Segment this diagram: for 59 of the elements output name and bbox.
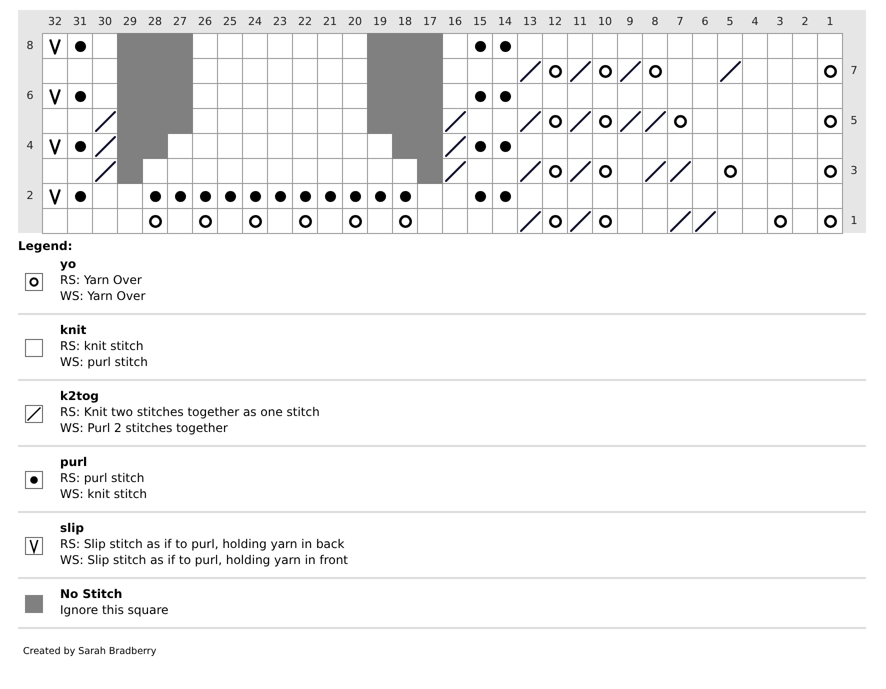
column-number: 26 [198, 15, 212, 28]
column-number: 7 [676, 15, 684, 28]
row-number: 6 [26, 89, 34, 102]
row-number: 1 [850, 214, 858, 227]
stitch-name: k2tog [60, 389, 99, 404]
stitch-name: slip [60, 521, 84, 536]
row-number: 3 [850, 164, 858, 177]
column-number: 28 [148, 15, 162, 28]
column-number: 6 [702, 15, 708, 28]
column-number: 29 [123, 15, 137, 28]
column-number: 25 [223, 15, 237, 28]
column-number: 10 [598, 15, 612, 28]
column-number: 13 [523, 15, 537, 28]
column-number: 5 [726, 15, 734, 28]
row-number: 2 [26, 189, 34, 202]
stitch-name: purl [60, 455, 88, 470]
column-number: 22 [298, 15, 312, 28]
legend-heading: Legend: [18, 239, 72, 254]
column-number: 4 [752, 15, 758, 28]
stitch-instruction: WS: knit stitch [60, 487, 147, 502]
stitch-instruction: WS: Purl 2 stitches together [60, 421, 228, 436]
stitch-instruction: WS: purl stitch [60, 355, 148, 370]
column-number: 11 [573, 15, 587, 28]
stitch-instruction: RS: purl stitch [60, 471, 144, 486]
column-number: 1 [826, 15, 834, 28]
row-number: 7 [850, 64, 858, 77]
column-number: 23 [273, 15, 287, 28]
stitch-instruction: RS: knit stitch [60, 339, 144, 354]
column-number: 30 [98, 15, 112, 28]
column-number: 14 [498, 15, 512, 28]
stitch-instruction: RS: Slip stitch as if to purl, holding yarn in back [60, 537, 344, 552]
column-number: 21 [323, 15, 337, 28]
column-number: 27 [173, 15, 187, 28]
stitch-name: No Stitch [60, 587, 122, 602]
stitch-instruction: WS: Yarn Over [60, 289, 146, 304]
column-number: 32 [48, 15, 62, 28]
stitch-instruction: RS: Yarn Over [60, 273, 142, 288]
column-number: 12 [548, 15, 562, 28]
row-number: 4 [26, 139, 34, 152]
column-number: 8 [652, 15, 658, 28]
stitch-name: knit [60, 323, 86, 338]
column-number: 31 [73, 15, 87, 28]
column-number: 17 [423, 15, 437, 28]
column-number: 9 [626, 15, 634, 28]
column-number: 2 [802, 15, 808, 28]
row-number: 8 [26, 39, 34, 52]
credit-note: Created by Sarah Bradberry [23, 646, 156, 658]
column-number: 18 [398, 15, 412, 28]
column-number: 24 [248, 15, 262, 28]
column-number: 16 [448, 15, 462, 28]
column-number: 19 [373, 15, 387, 28]
row-number: 5 [850, 114, 858, 127]
column-number: 3 [776, 15, 784, 28]
stitch-instruction: WS: Slip stitch as if to purl, holding yarn in front [60, 553, 348, 568]
column-number: 15 [473, 15, 487, 28]
stitch-instruction: Ignore this square [60, 603, 169, 618]
stitch-name: yo [60, 257, 76, 272]
stitch-instruction: RS: Knit two stitches together as one stitch [60, 405, 320, 420]
column-number: 20 [348, 15, 362, 28]
